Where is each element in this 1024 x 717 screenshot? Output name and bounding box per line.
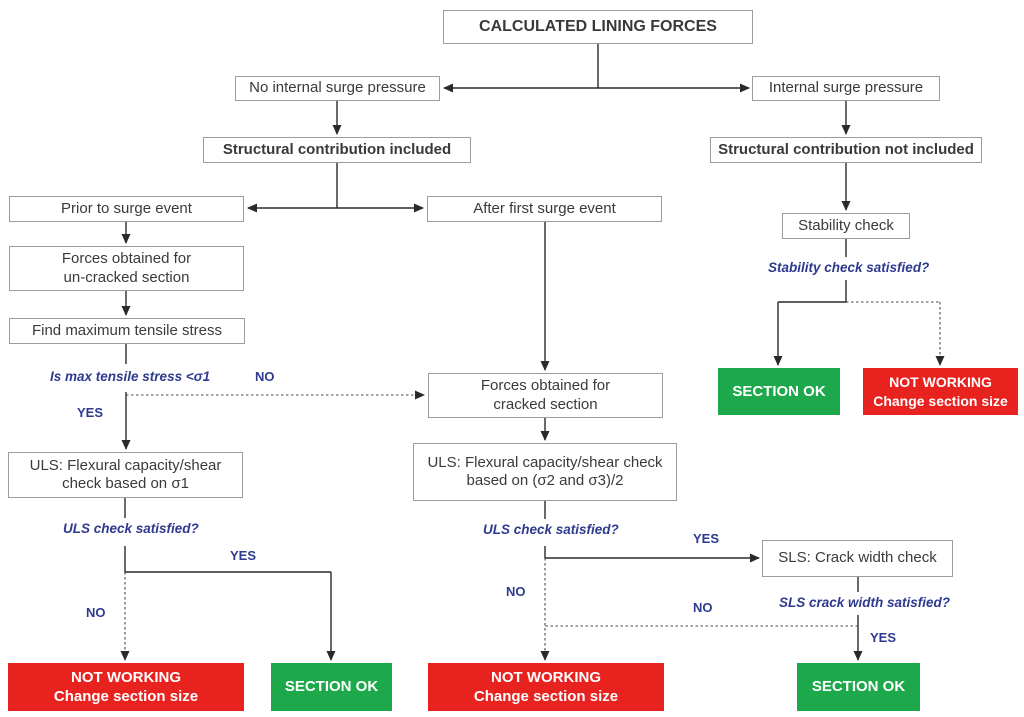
- terminal-not-working-right: NOT WORKING Change section size: [863, 368, 1018, 415]
- node-forces-cracked-line1: Forces obtained for: [480, 377, 611, 395]
- node-uls-sigma23-line2: based on (σ2 and σ3)/2: [466, 472, 624, 489]
- question-sls-satisfied: SLS crack width satisfied?: [779, 595, 951, 610]
- question-uls-satisfied-left: ULS check satisfied?: [63, 521, 199, 536]
- node-uls-sigma23-line1: ULS: Flexural capacity/shear check: [427, 453, 663, 471]
- question-stability-satisfied: Stability check satisfied?: [768, 260, 930, 275]
- terminal-not-working-right-line2: Change section size: [873, 392, 1008, 409]
- terminal-not-working-mid: NOT WORKING Change section size: [428, 663, 664, 711]
- node-stability-check: Stability check: [782, 213, 910, 239]
- node-uls-sigma1-line2: check based on σ1: [62, 475, 189, 492]
- edge-label-yes-uls-mid: YES: [693, 531, 720, 546]
- node-find-max-tensile-stress: Find maximum tensile stress: [9, 318, 245, 344]
- question-uls-satisfied-mid: ULS check satisfied?: [483, 522, 619, 537]
- question-max-tensile-stress: Is max tensile stress <σ1: [50, 369, 211, 384]
- edge-label-yes-uls-left: YES: [230, 548, 257, 563]
- node-structural-contribution-included: Structural contribution included: [203, 137, 471, 163]
- node-uls-sigma1-line1: ULS: Flexural capacity/shear: [29, 456, 222, 474]
- edge-label-no-max-tensile: NO: [255, 369, 275, 384]
- node-forces-uncracked-section: Forces obtained for un-cracked section: [9, 246, 244, 291]
- terminal-not-working-left-line1: NOT WORKING: [71, 668, 181, 686]
- edge-label-yes-max-tensile: YES: [77, 405, 104, 420]
- node-forces-uncracked-line2: un-cracked section: [63, 268, 190, 286]
- terminal-not-working-left: NOT WORKING Change section size: [8, 663, 244, 711]
- edge-label-no-sls: NO: [693, 600, 713, 615]
- node-forces-cracked-section: Forces obtained for cracked section: [428, 373, 663, 418]
- terminal-not-working-mid-line1: NOT WORKING: [491, 668, 601, 686]
- node-structural-contribution-not-included: Structural contribution not included: [710, 137, 982, 163]
- edge-label-no-uls-mid: NO: [506, 584, 526, 599]
- node-forces-uncracked-line1: Forces obtained for: [61, 250, 192, 268]
- terminal-section-ok-bottom-right: SECTION OK: [797, 663, 920, 711]
- node-sls-crack-width-check: SLS: Crack width check: [762, 540, 953, 577]
- edge-label-no-uls-left: NO: [86, 605, 106, 620]
- node-uls-check-sigma1: ULS: Flexural capacity/shear check based…: [8, 452, 243, 498]
- node-no-internal-surge-pressure: No internal surge pressure: [235, 76, 440, 101]
- node-prior-to-surge-event: Prior to surge event: [9, 196, 244, 222]
- node-uls-check-sigma23: ULS: Flexural capacity/shear check based…: [413, 443, 677, 501]
- node-after-first-surge-event: After first surge event: [427, 196, 662, 222]
- terminal-section-ok-left: SECTION OK: [271, 663, 392, 711]
- node-calculated-lining-forces: CALCULATED LINING FORCES: [443, 10, 753, 44]
- terminal-not-working-mid-line2: Change section size: [473, 688, 619, 705]
- node-forces-cracked-line2: cracked section: [493, 395, 598, 413]
- terminal-section-ok-right: SECTION OK: [718, 368, 840, 415]
- terminal-not-working-left-line2: Change section size: [53, 688, 199, 705]
- edge-label-yes-sls: YES: [870, 630, 897, 645]
- terminal-not-working-right-line1: NOT WORKING: [889, 374, 992, 391]
- node-internal-surge-pressure: Internal surge pressure: [752, 76, 940, 101]
